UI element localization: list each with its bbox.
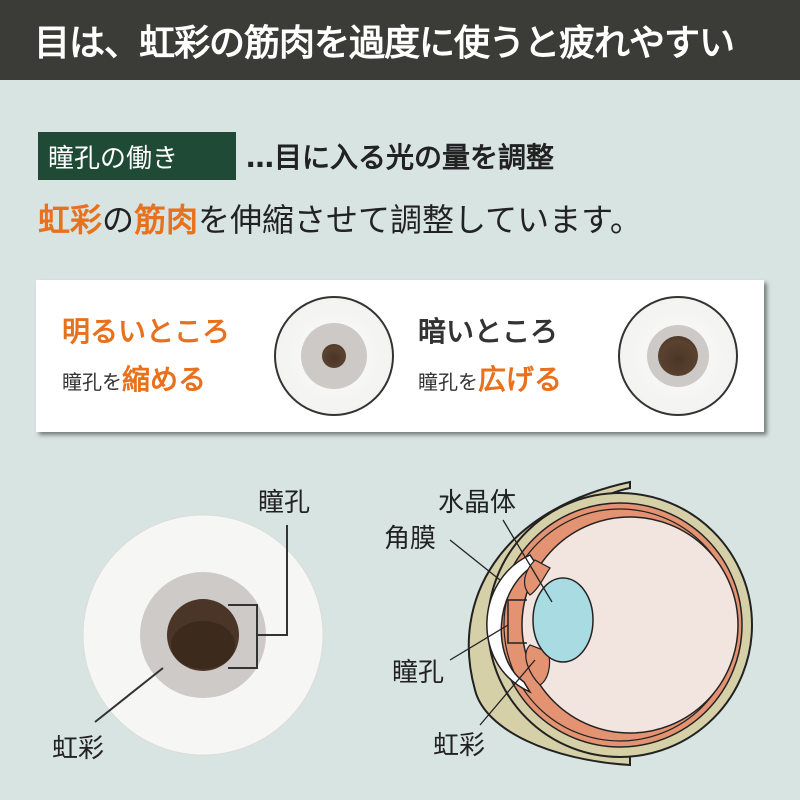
bright-sub: 瞳孔を縮める	[62, 358, 230, 398]
pupil-large	[658, 336, 698, 376]
iris-highlight: 虹彩	[38, 201, 103, 239]
dark-title: 暗いところ	[418, 315, 559, 348]
muscle-highlight: 筋肉	[134, 201, 199, 239]
pupil-function-tag: 瞳孔の働き	[38, 132, 236, 180]
bright-action: 縮める	[122, 363, 207, 396]
front-iris-label: 虹彩	[52, 734, 105, 764]
side-pupil-label: 瞳孔	[392, 658, 445, 688]
cornea-label: 角膜	[384, 524, 437, 554]
dark-action: 広げる	[478, 363, 563, 396]
comparison-card: 明るいところ 瞳孔を縮める 暗いところ 瞳孔を広げる	[36, 280, 764, 432]
front-pupil-label: 瞳孔	[258, 488, 311, 518]
particle: の	[102, 201, 135, 239]
subtitle-line-2: 虹彩の筋肉を伸縮させて調整しています。	[38, 195, 642, 241]
subtitle-line-1: 瞳孔の働き …目に入る光の量を調整	[38, 132, 554, 180]
bright-eye-icon	[274, 296, 394, 416]
line2-rest: を伸縮させて調整しています。	[198, 201, 642, 239]
dark-sub: 瞳孔を広げる	[418, 358, 562, 398]
pupil-function-desc: …目に入る光の量を調整	[246, 141, 555, 174]
lens-label: 水晶体	[438, 488, 517, 518]
side-eye-diagram	[449, 480, 753, 767]
bright-title: 明るいところ	[62, 315, 231, 348]
pupil-small	[322, 344, 346, 368]
dark-column: 暗いところ 瞳孔を広げる	[418, 310, 562, 398]
page-title: 目は、虹彩の筋肉を過度に使うと疲れやすい	[34, 23, 735, 64]
side-iris-label: 虹彩	[433, 731, 486, 761]
dark-prefix: 瞳孔を	[418, 370, 478, 394]
bright-column: 明るいところ 瞳孔を縮める	[62, 310, 230, 398]
bright-prefix: 瞳孔を	[62, 370, 122, 394]
page-header: 目は、虹彩の筋肉を過度に使うと疲れやすい	[0, 0, 800, 80]
front-eye-diagram	[82, 514, 324, 756]
dark-eye-icon	[618, 296, 738, 416]
